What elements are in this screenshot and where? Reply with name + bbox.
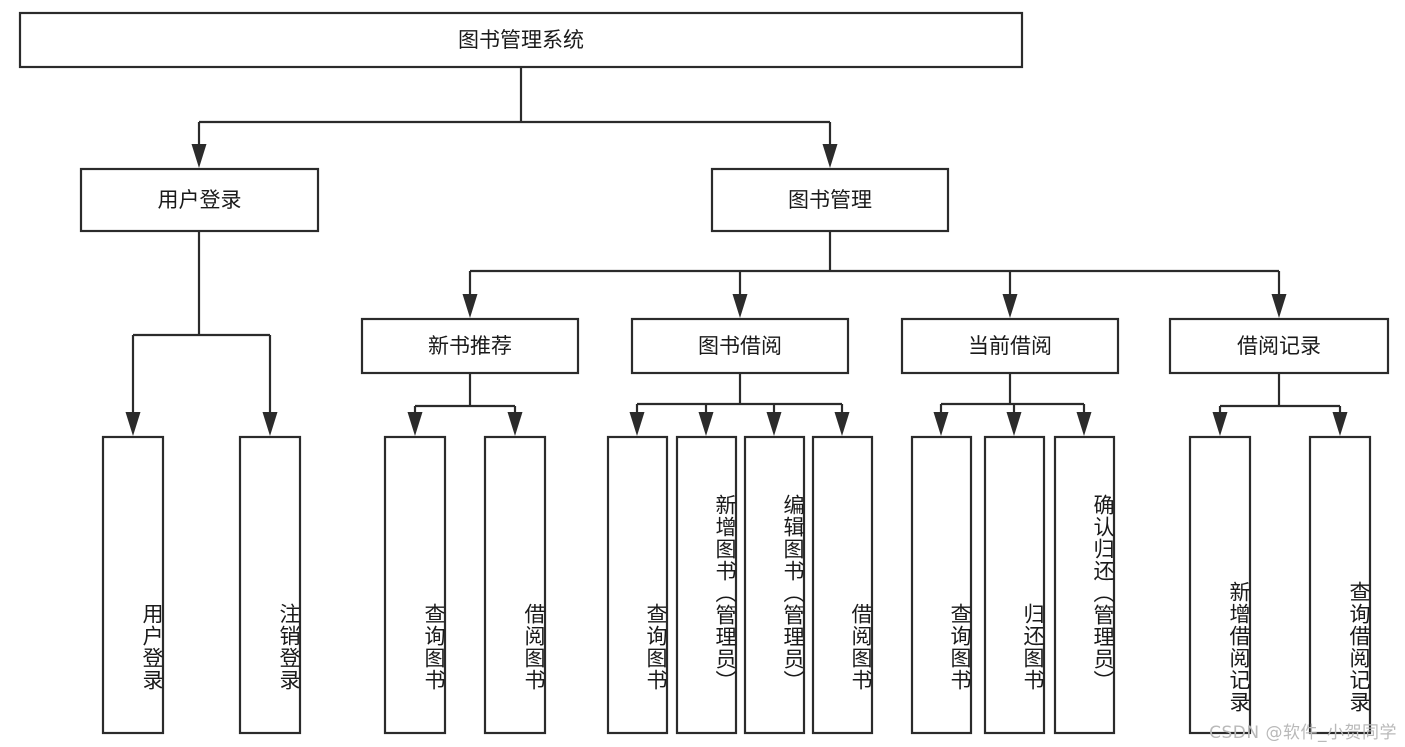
arrow-to-record-icon <box>1271 294 1287 318</box>
node-leaf-注销登录[interactable] <box>238 435 302 735</box>
node-leaf-查询图书[interactable] <box>910 435 973 735</box>
node-leaf-确认归还-管理员-[interactable] <box>1053 435 1116 735</box>
node-box <box>79 167 320 233</box>
node-leaf-查询图书[interactable] <box>606 435 669 735</box>
node-label: 图书借阅 <box>698 334 782 358</box>
node-box <box>743 435 806 735</box>
arrow-to-borrow-icon <box>732 294 748 318</box>
node-level3-新书推荐[interactable]: 新书推荐 <box>360 317 580 375</box>
node-label: 图书管理 <box>788 188 872 212</box>
arrow-leaf-6-icon <box>698 412 714 436</box>
node-leaf-编辑图书-管理员-[interactable] <box>743 435 806 735</box>
node-box <box>1168 317 1390 375</box>
arrow-to-current-icon <box>1002 294 1018 318</box>
node-box <box>18 11 1024 69</box>
node-box <box>1053 435 1116 735</box>
node-level3-当前借阅[interactable]: 当前借阅 <box>900 317 1120 375</box>
node-level3-图书借阅[interactable]: 图书借阅 <box>630 317 850 375</box>
node-leaf-借阅图书[interactable] <box>483 435 547 735</box>
node-leaf-借阅图书[interactable] <box>811 435 874 735</box>
arrow-leaf-10-icon <box>1006 412 1022 436</box>
node-box <box>1308 435 1372 735</box>
node-box <box>675 435 738 735</box>
node-leaf-归还图书[interactable] <box>983 435 1046 735</box>
arrow-leaf-12-icon <box>1212 412 1228 436</box>
node-label: 图书管理系统 <box>458 28 584 52</box>
arrow-leaf-4-icon <box>507 412 523 436</box>
arrow-leaf-5-icon <box>629 412 645 436</box>
arrow-leaf-8-icon <box>834 412 850 436</box>
arrow-leaf-7-icon <box>766 412 782 436</box>
node-leaf-新增图书-管理员-[interactable] <box>675 435 738 735</box>
arrow-to-book-mgmt-icon <box>822 144 838 168</box>
node-box <box>238 435 302 735</box>
node-level3-借阅记录[interactable]: 借阅记录 <box>1168 317 1390 375</box>
arrow-leaf-2-icon <box>262 412 278 436</box>
node-box <box>910 435 973 735</box>
node-label: 借阅记录 <box>1237 334 1321 358</box>
node-box <box>606 435 669 735</box>
node-box <box>1188 435 1252 735</box>
node-box <box>900 317 1120 375</box>
arrow-leaf-1-icon <box>125 412 141 436</box>
arrow-leaf-11-icon <box>1076 412 1092 436</box>
node-level2-图书管理[interactable]: 图书管理 <box>710 167 950 233</box>
arrow-to-user-login-icon <box>191 144 207 168</box>
node-leaf-查询借阅记录[interactable] <box>1308 435 1372 735</box>
node-box <box>383 435 447 735</box>
node-box <box>983 435 1046 735</box>
arrow-leaf-3-icon <box>407 412 423 436</box>
node-box <box>710 167 950 233</box>
watermark-text: CSDN @软件_小贺同学 <box>1209 723 1397 743</box>
node-label: 新书推荐 <box>428 334 512 358</box>
arrow-to-new-book-icon <box>462 294 478 318</box>
node-leaf-用户登录[interactable] <box>101 435 165 735</box>
node-label: 当前借阅 <box>968 334 1052 358</box>
arrow-head-layer <box>125 144 1348 436</box>
arrow-leaf-9-icon <box>933 412 949 436</box>
node-label: 用户登录 <box>158 188 242 212</box>
node-level2-用户登录[interactable]: 用户登录 <box>79 167 320 233</box>
node-leaf-查询图书[interactable] <box>383 435 447 735</box>
node-box <box>483 435 547 735</box>
node-box <box>360 317 580 375</box>
node-box <box>811 435 874 735</box>
node-box <box>630 317 850 375</box>
node-root-图书管理系统[interactable]: 图书管理系统 <box>18 11 1024 69</box>
node-box <box>101 435 165 735</box>
arrow-leaf-13-icon <box>1332 412 1348 436</box>
node-leaf-新增借阅记录[interactable] <box>1188 435 1252 735</box>
